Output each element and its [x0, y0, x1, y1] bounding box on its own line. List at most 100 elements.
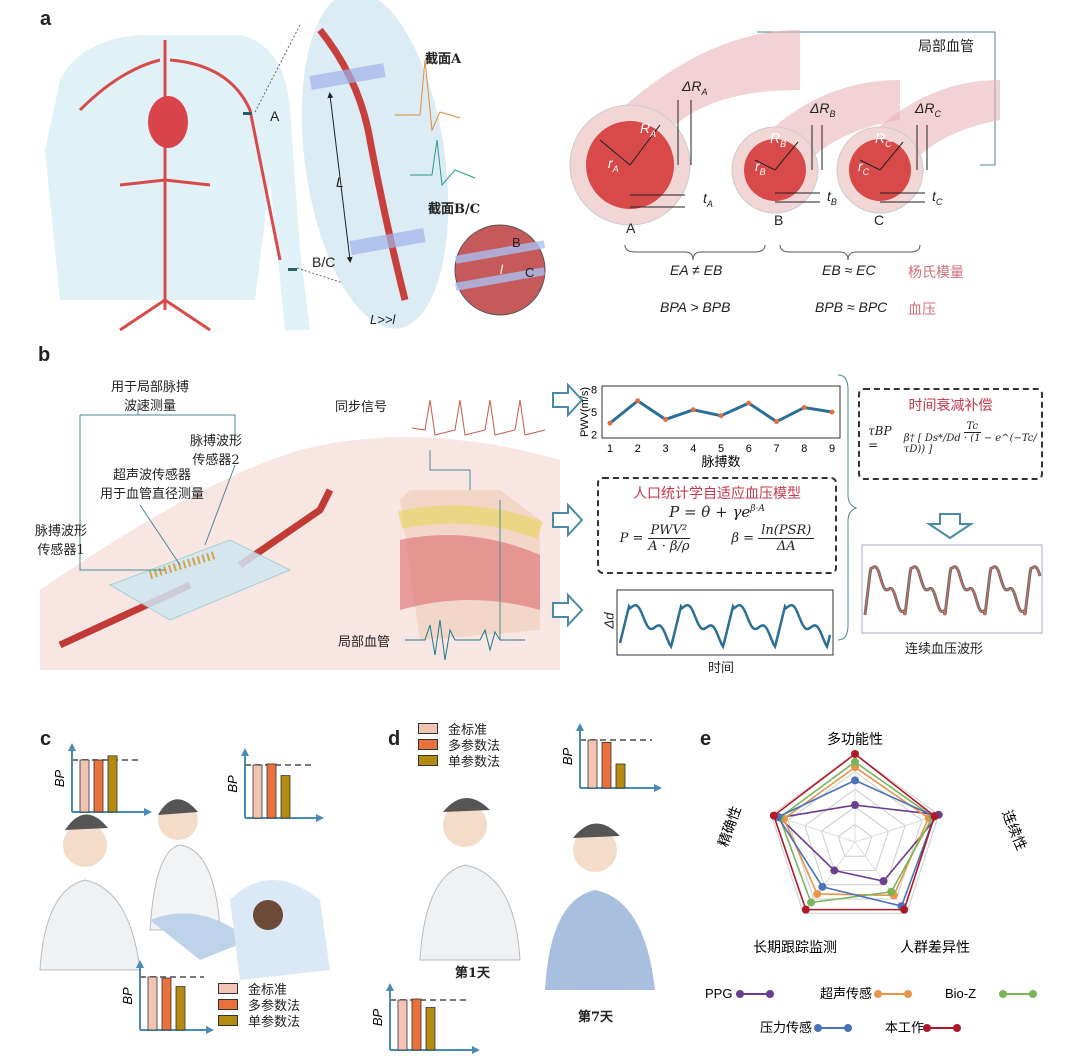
inner-radius-label-C: rC: [858, 158, 870, 177]
pwv-point: [801, 405, 807, 411]
outer-radius-label-C: RC: [875, 130, 892, 149]
bar-chart-c-read: BP: [225, 748, 324, 822]
local-vessel-label: 局部血管: [918, 39, 974, 55]
heart-icon: [148, 96, 188, 148]
sync-signal-trace: [411, 399, 546, 436]
pwv-point: [829, 409, 835, 415]
vessel-name-A: A: [626, 220, 636, 236]
plot-frame: [616, 589, 834, 656]
legend-label: 多参数法: [448, 738, 501, 754]
panel-label-b: b: [38, 344, 51, 366]
y-axis-arrow-icon: [241, 748, 249, 756]
x-tick-label: 7: [773, 443, 779, 455]
pwv-point: [774, 419, 779, 425]
series-1-point: [813, 889, 822, 898]
x-axis-arrow-icon: [206, 1026, 214, 1034]
x-tick-label: 5: [718, 443, 724, 455]
arteries: [78, 40, 282, 332]
legend-label: 单参数法: [448, 754, 501, 770]
y-tick-label: 8: [591, 385, 597, 397]
series-3-point: [818, 882, 827, 891]
legend-swatch: [418, 722, 438, 734]
y-axis-label: BP: [225, 775, 240, 793]
legend-label: 金标准: [448, 722, 488, 738]
sensor-patch: [108, 539, 292, 621]
legend-c: 金标准多参数法单参数法: [218, 980, 301, 1030]
bar-2: [601, 742, 612, 789]
pwv-point: [746, 400, 752, 406]
legend-label: 金标准: [248, 982, 288, 998]
arrow-right-icon: [552, 382, 584, 628]
y-axis-arrow-icon: [68, 743, 76, 751]
people-illustrations: [39, 797, 655, 990]
x-tick-label: 2: [635, 443, 641, 455]
panel-label-d: d: [388, 728, 401, 750]
modulus-label: 杨氏模量: [908, 265, 964, 281]
x-tick-label: 3: [662, 443, 668, 455]
waveform-a: [395, 59, 461, 132]
series-2-point: [851, 757, 859, 766]
bar-2: [266, 763, 277, 819]
person-day7: [545, 823, 655, 990]
legend-item: 金标准: [418, 720, 500, 738]
panel-label-c: c: [40, 728, 52, 750]
site-bc-label: B/C: [312, 254, 336, 270]
day7-label: 第7天: [578, 1010, 614, 1025]
length-relation-label: L>>l: [370, 312, 396, 327]
bar-3: [175, 986, 186, 1031]
series-2-point: [887, 887, 896, 896]
x-tick-label: 9: [829, 443, 835, 455]
modulus-bc-eq: EB ≈ EC: [822, 262, 876, 278]
legend-label: 单参数法: [248, 1014, 301, 1030]
outer-radius-label-A: RA: [640, 120, 657, 139]
bar-chart-d-day1: BP: [370, 983, 480, 1054]
legend-marker: [766, 990, 774, 998]
pwv-series-line: [609, 398, 833, 425]
series-0-point: [830, 866, 839, 875]
diameter-trace: [618, 603, 832, 650]
legend-item: 金标准: [218, 980, 300, 998]
y-axis-label: PWV(m/s): [579, 387, 591, 437]
radar-ring: [837, 823, 873, 857]
bar-3: [280, 775, 291, 819]
legend-label: 本工作: [885, 1020, 924, 1035]
radar-ring: [820, 806, 890, 871]
length-L-label: L: [336, 174, 344, 190]
bp-ab-eq: BPA > BPB: [660, 299, 731, 315]
axis-label: 连续性: [998, 808, 1029, 853]
pwv-point: [607, 420, 613, 426]
vessel-cross-sections: [569, 30, 1000, 261]
inner-radius-label-A: rA: [608, 155, 619, 174]
legend-swatch: [218, 982, 238, 994]
sync-signal-label: 同步信号: [335, 400, 388, 415]
ultrasound-sensor-label: 超声波传感器用于血管直径测量: [100, 468, 205, 502]
radar-ring: [770, 753, 940, 914]
bar-2: [93, 759, 104, 813]
inset-b-label: B: [512, 235, 521, 250]
person-reading: [149, 799, 250, 960]
legend-marker: [874, 990, 882, 998]
legend-label: 多参数法: [248, 998, 301, 1014]
legend-item: 单参数法: [218, 1012, 301, 1030]
series-0-point: [851, 801, 859, 810]
legend-swatch: [218, 1014, 238, 1026]
series-4-point: [900, 905, 909, 914]
legend-marker: [953, 1024, 961, 1032]
y-axis-arrow-icon: [386, 983, 394, 991]
waveform-label: 连续血压波形: [905, 642, 984, 657]
bar-1: [397, 999, 408, 1051]
sensor-1-label: 脉搏波形传感器1: [35, 524, 88, 558]
series-2-point: [807, 898, 816, 907]
site-a-marker: [243, 112, 252, 115]
series-4-point: [930, 812, 939, 821]
series-0-outline: [777, 804, 941, 883]
legend-marker: [814, 1024, 822, 1032]
legend-swatch: [418, 738, 438, 750]
pwv-note: 用于局部脉搏波速测量: [110, 380, 189, 414]
radar-spoke: [854, 841, 908, 914]
arrow-down-icon: [925, 513, 975, 540]
person-sleeping: [230, 880, 330, 980]
